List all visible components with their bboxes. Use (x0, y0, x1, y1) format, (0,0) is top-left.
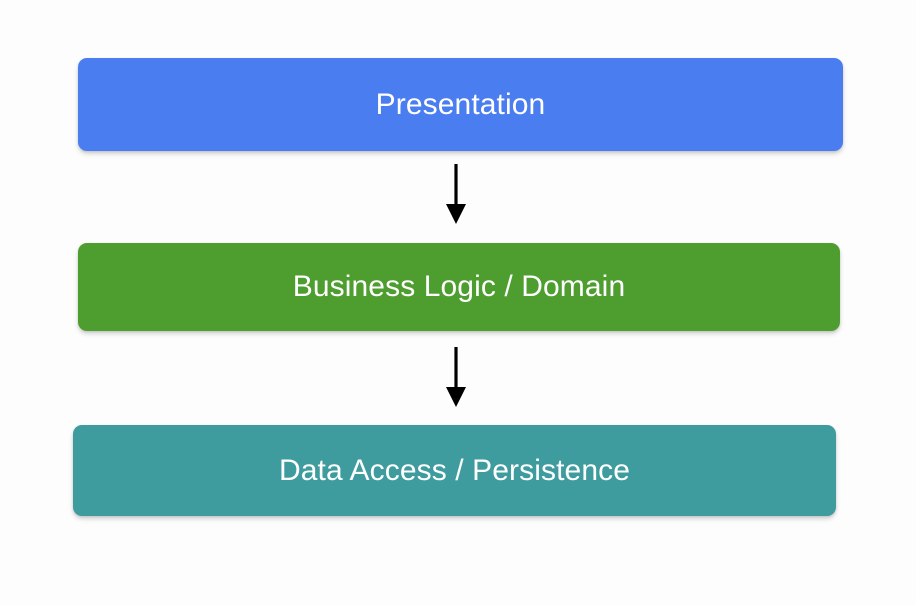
layer-box-business-logic[interactable]: Business Logic / Domain (78, 243, 840, 331)
layer-label-presentation: Presentation (375, 87, 546, 121)
layer-box-presentation[interactable]: Presentation (78, 58, 843, 151)
arrow-presentation-to-business (446, 164, 466, 224)
layer-box-data-access[interactable]: Data Access / Persistence (73, 425, 836, 516)
arrowhead-down-icon (446, 204, 466, 224)
arrow-business-to-data (446, 347, 466, 407)
layer-label-data-access: Data Access / Persistence (279, 453, 630, 487)
layer-label-business-logic: Business Logic / Domain (292, 270, 626, 303)
arrowhead-down-icon (446, 387, 466, 407)
